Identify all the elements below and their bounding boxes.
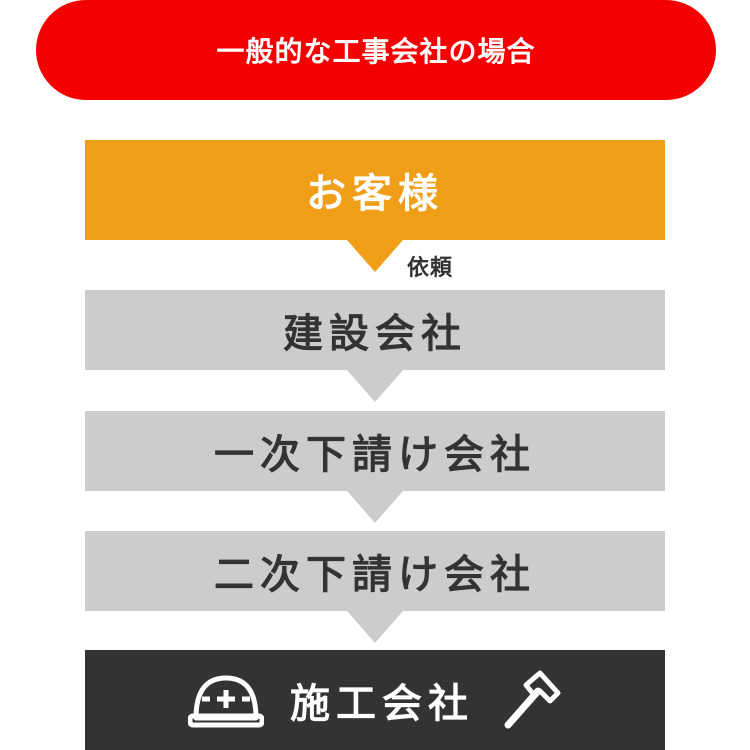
- request-label: 依頼: [407, 256, 454, 281]
- hard-hat-icon: [188, 672, 264, 728]
- arrow-construction-to-first: [347, 370, 403, 402]
- arrow-first-to-second: [347, 491, 403, 523]
- second-subcontractor-label: 二次下請け会社: [214, 552, 536, 598]
- second-subcontractor-box: 二次下請け会社: [85, 531, 665, 611]
- arrow-customer-to-construction: [347, 240, 403, 272]
- diagram-title: 一般的な工事会社の場合: [36, 0, 716, 100]
- hammer-icon: [500, 669, 562, 731]
- arrow-second-to-contractor: [347, 611, 403, 643]
- contractor-label: 施工会社: [290, 681, 474, 727]
- customer-label: お客様: [306, 171, 444, 217]
- first-subcontractor-box: 一次下請け会社: [85, 411, 665, 491]
- construction-company-label: 建設会社: [283, 311, 467, 357]
- construction-company-box: 建設会社: [85, 290, 665, 370]
- first-subcontractor-label: 一次下請け会社: [214, 432, 536, 478]
- contractor-box: 施工会社: [85, 650, 665, 750]
- customer-box: お客様: [85, 140, 665, 240]
